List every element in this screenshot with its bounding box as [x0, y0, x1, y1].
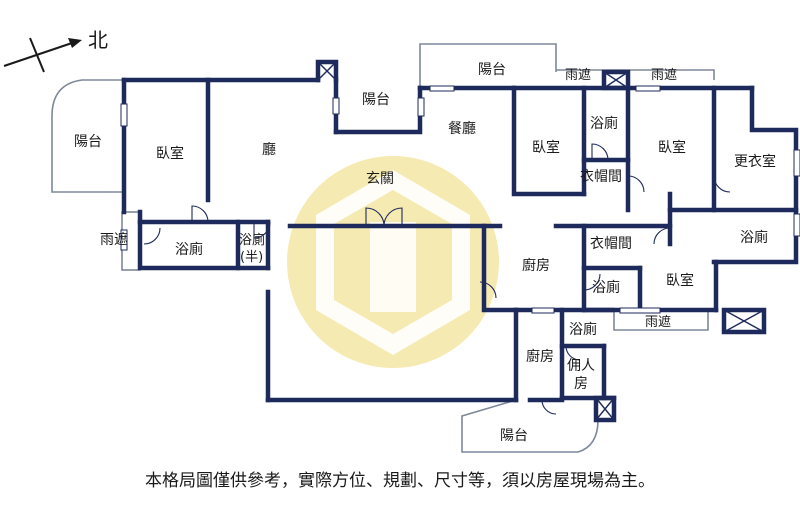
label-half-bath: 浴廁 [239, 232, 265, 248]
label-closet-mid: 衣帽間 [590, 236, 632, 252]
label-servant-room-2: 房 [574, 376, 588, 392]
label-bath-left: 浴廁 [175, 241, 203, 258]
disclaimer-text: 本格局圖僅供參考，實際方位、規劃、尺寸等，須以房屋現場為主。 [145, 471, 655, 491]
label-kitchen-small: 廚房 [526, 348, 554, 365]
label-dressing-room: 更衣室 [734, 153, 776, 170]
label-bedroom-1: 臥室 [156, 145, 184, 162]
label-bath-right: 浴廁 [740, 229, 768, 246]
label-half-bath-note: (半) [240, 250, 263, 265]
label-entrance: 玄關 [366, 170, 394, 187]
label-bedroom-3: 臥室 [658, 139, 686, 156]
label-balcony-bottom: 陽台 [500, 428, 528, 444]
label-awning-top-2: 雨遮 [651, 67, 677, 83]
label-bedroom-4: 臥室 [666, 272, 694, 289]
label-dining-room: 餐廳 [448, 120, 476, 137]
label-bath-mid: 浴廁 [592, 279, 620, 296]
label-bath-top: 浴廁 [590, 115, 618, 132]
label-kitchen-main: 廚房 [522, 257, 550, 274]
label-awning-top-1: 雨遮 [565, 67, 591, 83]
north-compass: 北 [3, 28, 108, 73]
north-label: 北 [88, 28, 108, 52]
watermark-logo [287, 156, 499, 368]
walls [121, 59, 799, 423]
windows [120, 85, 800, 314]
label-bath-servant: 浴廁 [569, 321, 597, 338]
label-awning-bottom: 雨遮 [645, 314, 671, 330]
label-balcony-top: 陽台 [478, 62, 506, 78]
label-living-room: 廳 [262, 141, 276, 158]
label-balcony-center: 陽台 [362, 92, 390, 108]
label-closet-top: 衣帽間 [580, 169, 622, 185]
label-servant-room-1: 佣人 [567, 358, 595, 374]
label-bedroom-2: 臥室 [532, 139, 560, 156]
doors [143, 143, 731, 415]
label-awning-left: 雨遮 [100, 232, 128, 248]
label-balcony-west: 陽台 [74, 134, 102, 150]
duct-boxes [317, 61, 765, 421]
room-labels: 陽台 臥室 廳 陽台 陽台 雨遮 雨遮 餐廳 臥室 浴廁 臥室 更衣室 衣帽間 … [74, 62, 776, 444]
